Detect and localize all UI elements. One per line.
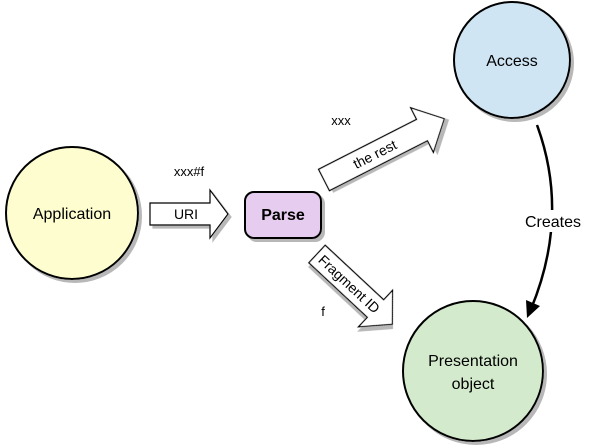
- fragment-id-note: f: [321, 304, 325, 319]
- the-rest-note: xxx: [331, 113, 351, 128]
- fragment-id-label: Fragment ID: [315, 252, 383, 317]
- parse-node: Parse: [244, 191, 322, 239]
- fragment-id-arrow: Fragment ID: [307, 244, 394, 328]
- uri-label: URI: [174, 206, 198, 222]
- parse-label: Parse: [261, 207, 305, 224]
- creates-label: Creates: [525, 214, 581, 231]
- presentation-object-node: Presentation object: [402, 300, 544, 442]
- application-node: Application: [5, 146, 139, 280]
- application-label: Application: [33, 206, 111, 223]
- access-label: Access: [486, 53, 538, 70]
- presentation-label-line2: object: [452, 376, 495, 393]
- uri-arrow: URI: [149, 188, 229, 240]
- access-node: Access: [453, 1, 571, 119]
- uri-note: xxx#f: [174, 164, 205, 179]
- presentation-label-line1: Presentation: [428, 353, 518, 370]
- creates-label-backdrop: [516, 210, 588, 232]
